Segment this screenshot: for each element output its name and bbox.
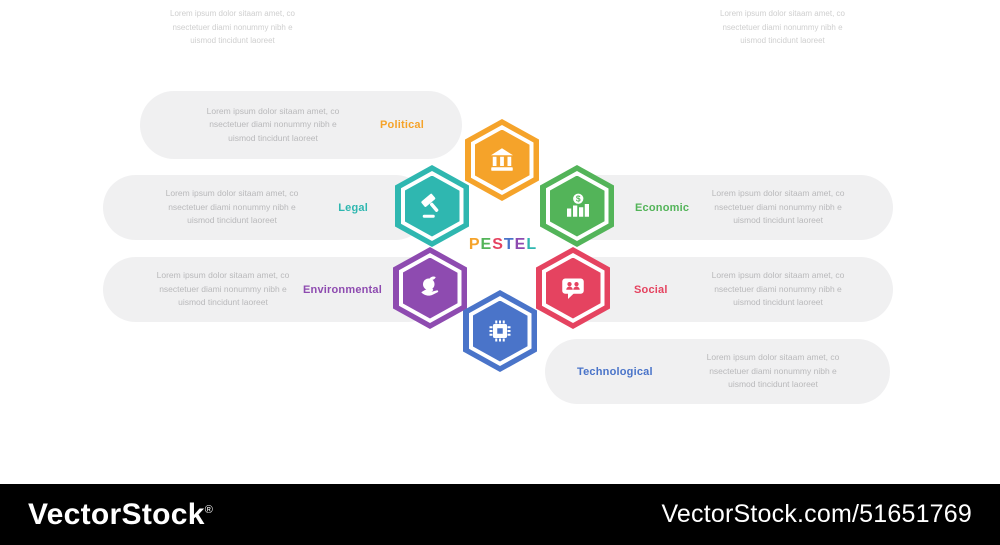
hexagon-economic: $ [540,165,614,247]
title-letter: L [526,236,538,253]
hexagon-technological [463,290,537,372]
callout-social-label: Social [634,283,668,296]
hexagon-environmental [393,247,467,329]
callout-technological-text: Lorem ipsum dolor sitaam amet, co nsecte… [706,352,840,390]
corner-text-top-right: Lorem ipsum dolor sitaam amet, co nsecte… [720,9,845,46]
hex-ring: $ [540,165,614,247]
callout-environmental: Lorem ipsum dolor sitaam amet, co nsecte… [103,257,440,322]
callout-political: Lorem ipsum dolor sitaam amet, co nsecte… [140,91,462,159]
hex-gap [468,296,532,366]
gavel-icon [421,193,439,218]
callout-technological-label: Technological [577,365,653,378]
hex-core: $ [549,175,605,237]
hex-gap [400,171,464,241]
callout-economic-label: Economic [635,201,690,214]
plant-hand-icon [421,276,439,296]
callout-economic-text: Lorem ipsum dolor sitaam amet, co nsecte… [711,188,845,226]
title-letter: E [514,236,527,253]
hex-ring [395,165,469,247]
hex-gap [398,253,462,323]
hex-ring [536,247,610,329]
callout-environmental-label: Environmental [302,283,382,296]
bank-icon [491,148,513,171]
vectorstock-logo-text: VectorStock [28,497,205,531]
corner-text-top-left: Lorem ipsum dolor sitaam amet, co nsecte… [170,9,295,46]
hex-ring [463,290,537,372]
hex-core [472,300,528,362]
hex-ring [465,119,539,201]
title-letter: T [503,236,515,253]
registered-mark: ® [204,503,214,516]
hexagon-social [536,247,610,329]
hex-core [545,257,601,319]
svg-text:$: $ [576,194,581,204]
footer-bar: VectorStock® VectorStock.com/51651769 [0,484,1000,545]
callout-legal-label: Legal [338,201,368,214]
hex-ring [393,247,467,329]
callout-environmental-text: Lorem ipsum dolor sitaam amet, co nsecte… [156,270,290,308]
callout-social-text: Lorem ipsum dolor sitaam amet, co nsecte… [711,270,845,308]
title-letter: E [480,236,493,253]
hex-core [404,175,460,237]
hex-gap: $ [545,171,609,241]
title-letter: S [492,236,504,253]
hexagon-legal [395,165,469,247]
vectorstock-logo: VectorStock® [28,498,213,532]
hex-gap [470,125,534,195]
hex-core [402,257,458,319]
callout-political-label: Political [380,119,424,131]
chat-people-icon [562,278,584,299]
diagram-title: PESTEL [453,236,553,254]
hex-gap [541,253,605,323]
hex-core [474,129,530,191]
callout-political-text: Lorem ipsum dolor sitaam amet, co nsecte… [206,105,340,143]
cpu-chip-icon [489,320,511,342]
callout-technological: Technological Lorem ipsum dolor sitaam a… [545,339,890,404]
title-letter: P [468,236,481,253]
callout-legal: Lorem ipsum dolor sitaam amet, co nsecte… [103,175,428,240]
callout-legal-text: Lorem ipsum dolor sitaam amet, co nsecte… [165,188,299,226]
image-credit: VectorStock.com/51651769 [661,500,972,528]
coin-bar-chart-icon: $ [567,193,589,217]
hexagon-political [465,119,539,201]
